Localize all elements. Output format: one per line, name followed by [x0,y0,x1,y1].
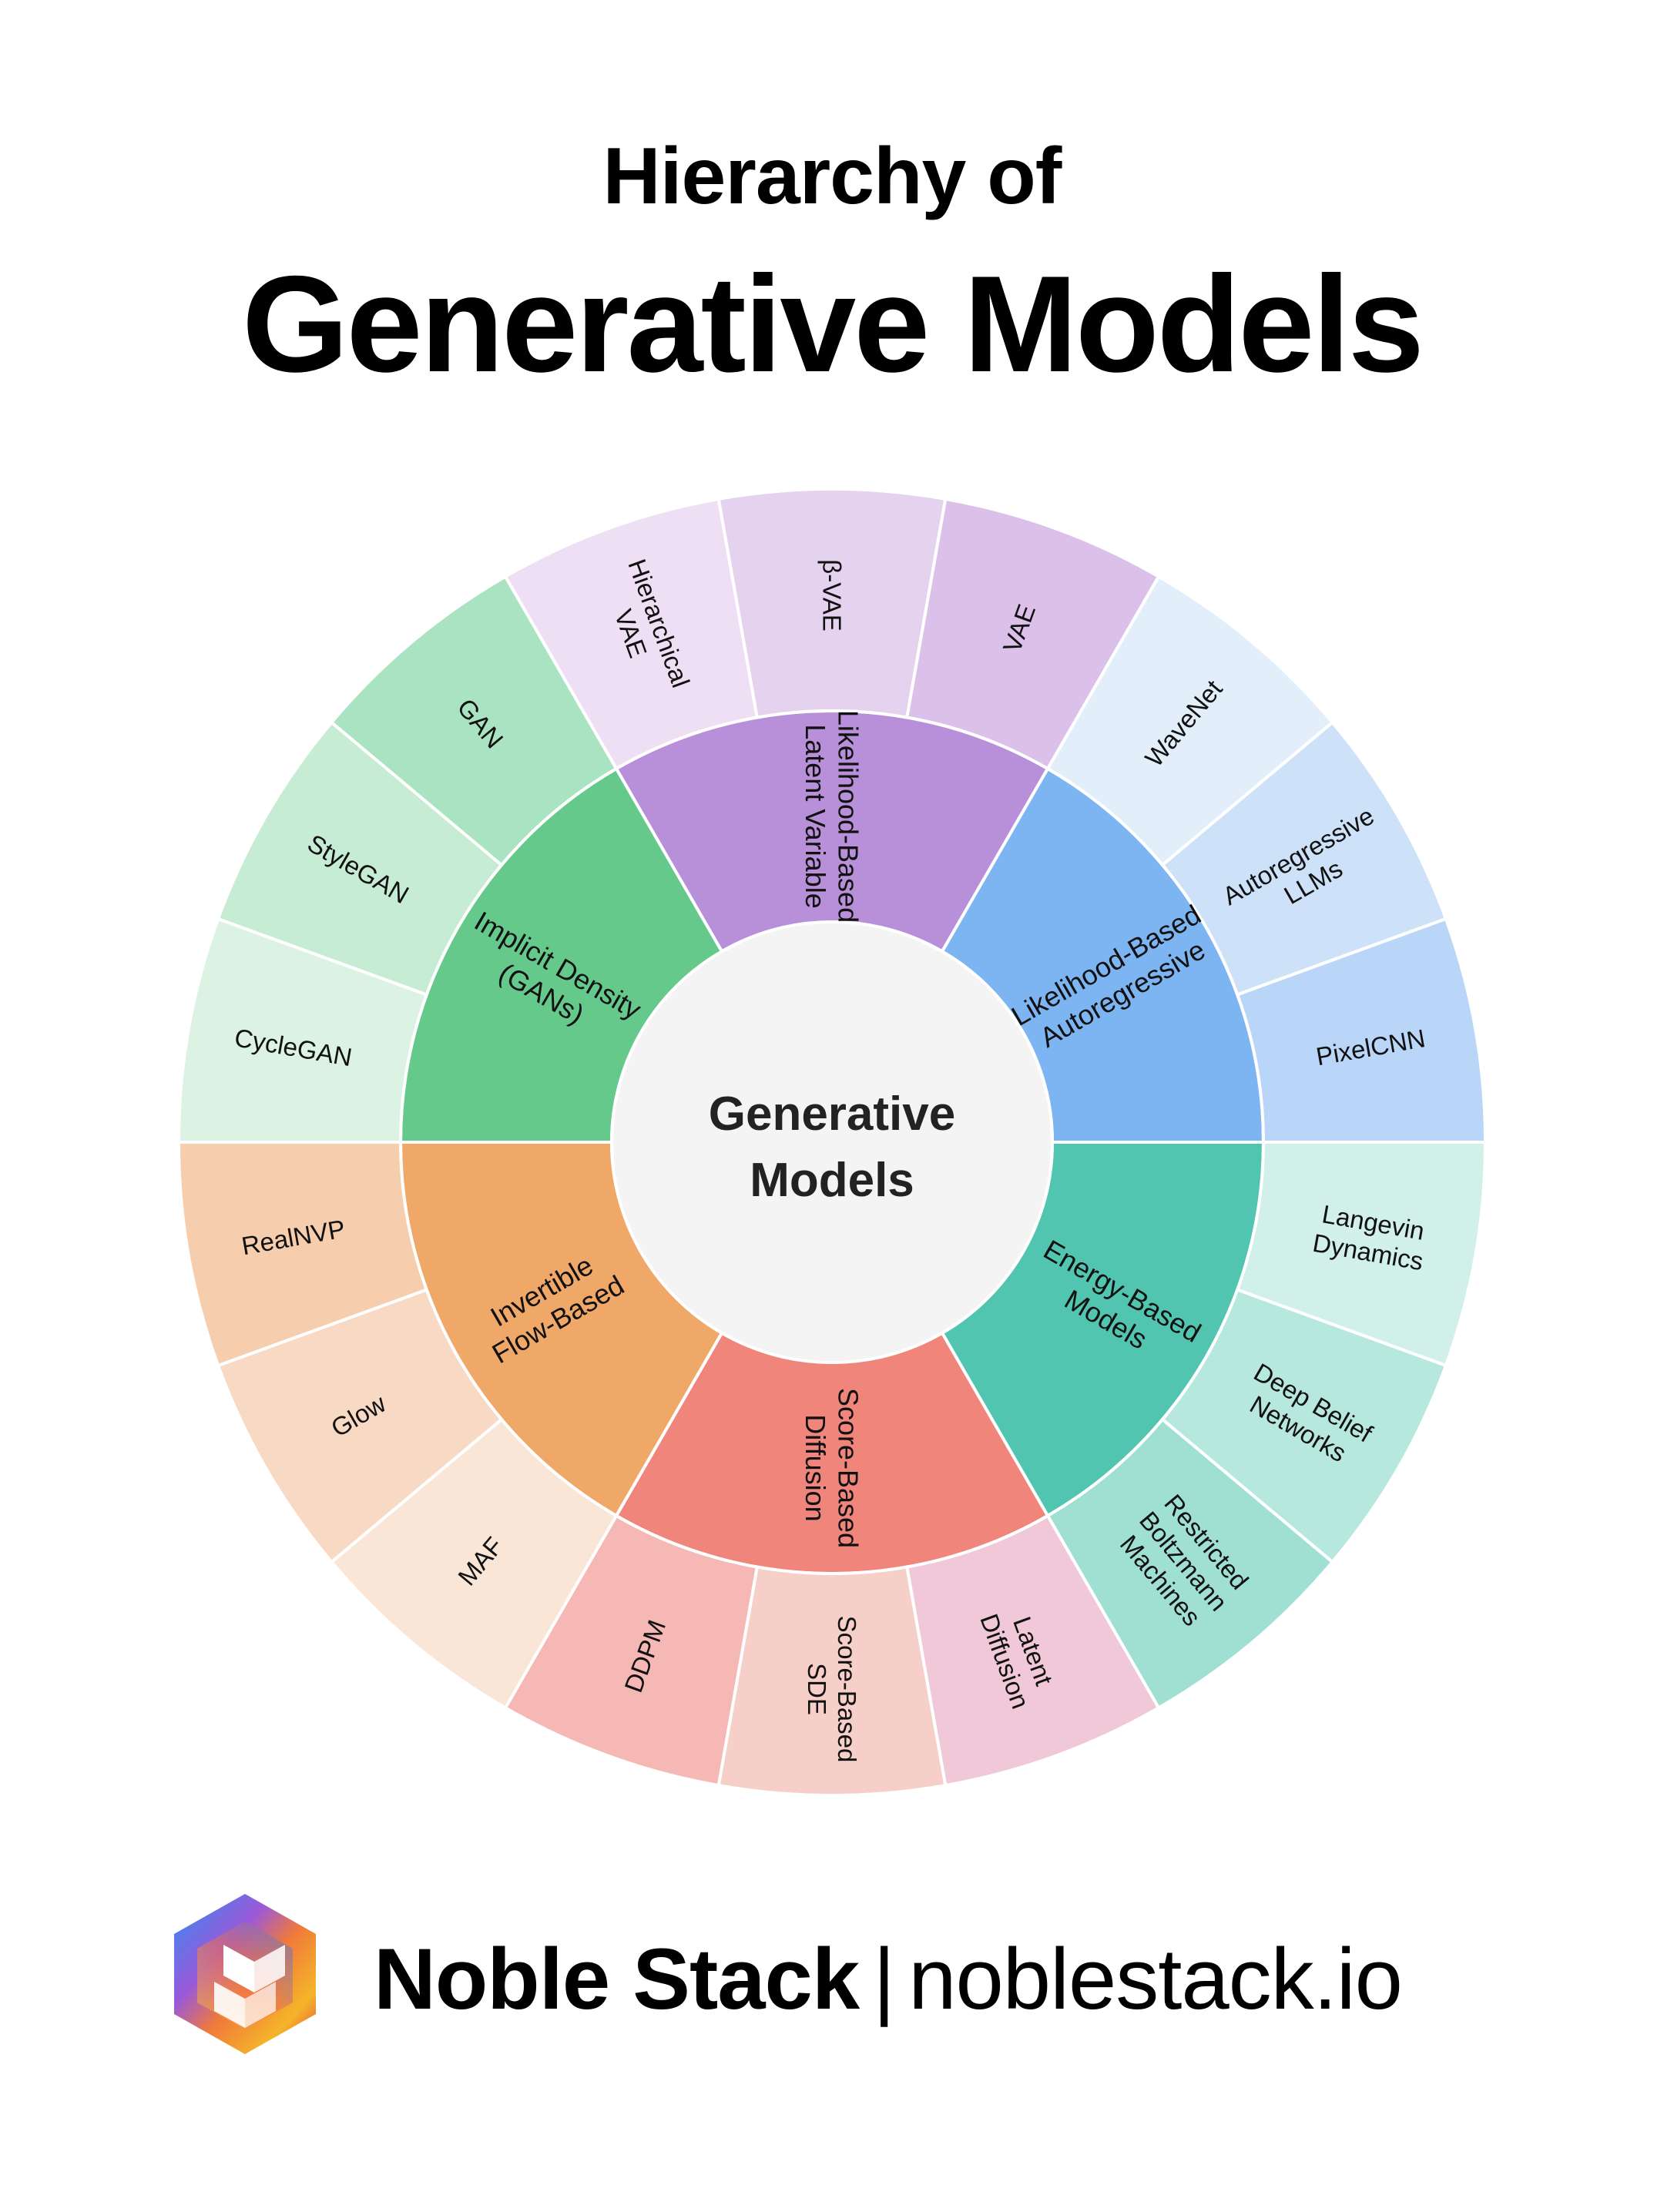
brand-line: Noble Stack|noblestack.io [374,1929,1403,2029]
brand-separator: | [873,1931,895,2027]
model-label-line: β-VAE [817,559,846,632]
model-label-line: SDE [803,1663,831,1715]
category-label-line: Diffusion [800,1414,831,1521]
center-label-line: Generative [709,1088,956,1141]
footer: Noble Stack|noblestack.io [169,1891,1525,2068]
category-label-line: Likelihood-Based [833,710,864,923]
category-label: Likelihood-BasedLatent Variable [800,710,864,923]
category-label-line: Score-Based [833,1388,864,1548]
brand-name: Noble Stack [374,1931,860,2027]
center-label-line: Models [750,1154,914,1207]
category-label: Score-BasedDiffusion [800,1388,864,1548]
model-label: β-VAE [817,559,846,632]
model-label: Score-BasedSDE [803,1616,861,1763]
title-line-1: Hierarchy of [602,132,1062,221]
model-segment [329,574,619,867]
title-line-2: Generative Models [242,247,1424,401]
noble-stack-logo-icon [174,1894,316,2054]
category-label-line: Latent Variable [800,724,831,909]
brand-url: noblestack.io [908,1931,1403,2027]
model-label-line: Score-Based [833,1616,861,1763]
center-circle [610,920,1054,1364]
